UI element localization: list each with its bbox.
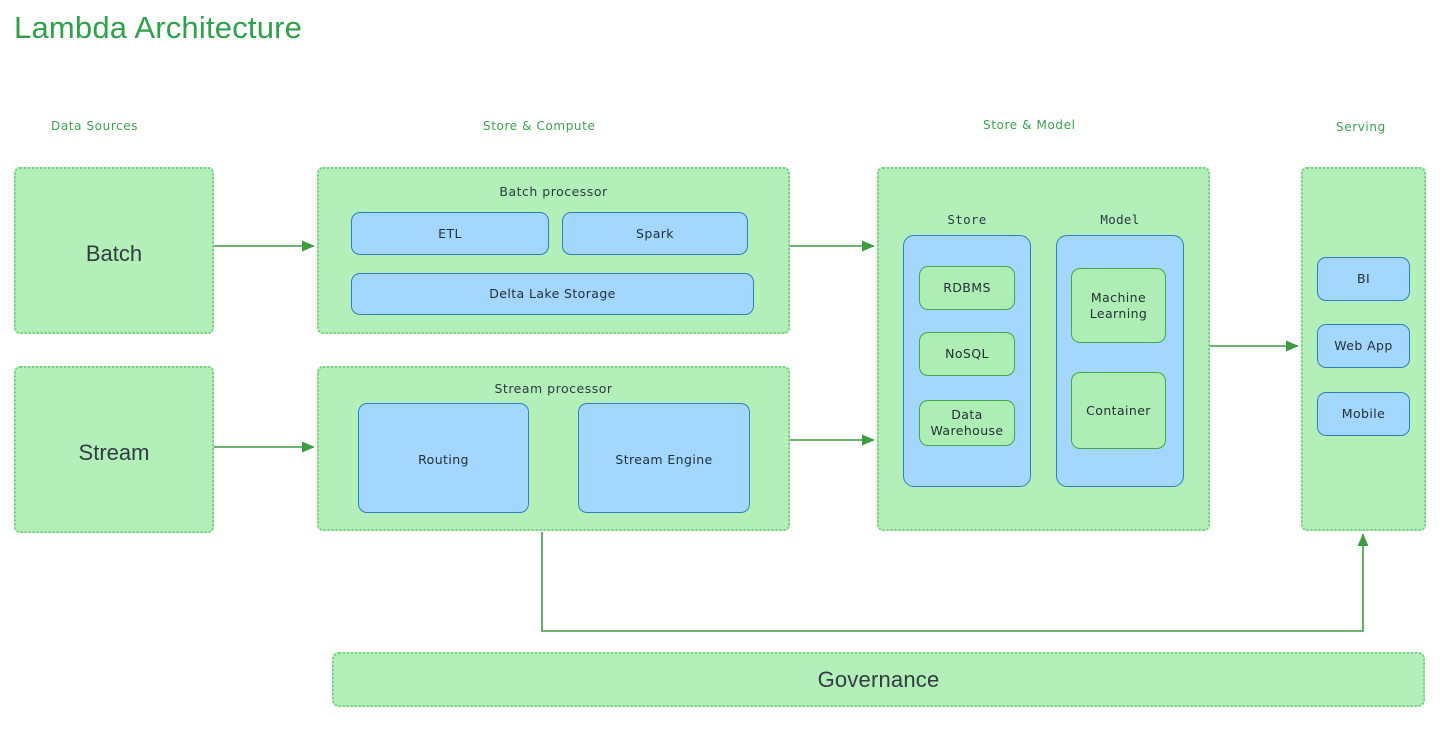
panel-caption-model: Model [1100, 212, 1140, 227]
source-label-stream: Stream [78, 440, 150, 465]
node-web-app[interactable]: Web App [1317, 324, 1410, 368]
column-header-store-compute: Store & Compute [483, 119, 596, 133]
column-header-store-model: Store & Model [983, 118, 1076, 132]
node-label-data-warehouse: Data Warehouse [930, 407, 1004, 438]
node-label-nosql: NoSQL [945, 346, 989, 362]
column-header-serving: Serving [1336, 120, 1386, 134]
governance-bar[interactable]: Governance [332, 652, 1425, 707]
node-spark[interactable]: Spark [562, 212, 748, 255]
node-routing[interactable]: Routing [358, 403, 529, 513]
governance-label: Governance [817, 666, 940, 692]
node-label-stream-engine: Stream Engine [615, 452, 713, 467]
node-machine-learning[interactable]: Machine Learning [1071, 268, 1166, 343]
source-box-batch[interactable]: Batch [14, 167, 214, 334]
node-stream-engine[interactable]: Stream Engine [578, 403, 750, 513]
edge-stream-processor-to-serving [541, 532, 1369, 632]
node-label-routing: Routing [418, 452, 469, 467]
node-label-container: Container [1086, 402, 1151, 418]
node-bi[interactable]: BI [1317, 257, 1410, 301]
node-label-bi: BI [1356, 271, 1371, 287]
page-title: Lambda Architecture [14, 10, 303, 45]
panel-caption-store: Store [947, 212, 987, 227]
node-mobile[interactable]: Mobile [1317, 392, 1410, 436]
node-container[interactable]: Container [1071, 372, 1166, 449]
group-title-stream-processor: Stream processor [494, 381, 613, 396]
node-label-machine-learning: Machine Learning [1089, 289, 1148, 321]
node-label-web-app: Web App [1334, 338, 1393, 354]
node-label-etl: ETL [438, 225, 462, 241]
column-header-data-sources: Data Sources [51, 119, 139, 133]
node-rdbms[interactable]: RDBMS [919, 266, 1015, 310]
node-delta-lake-storage[interactable]: Delta Lake Storage [351, 273, 754, 315]
node-label-spark: Spark [636, 225, 674, 241]
node-data-warehouse[interactable]: Data Warehouse [919, 400, 1015, 446]
node-label-mobile: Mobile [1341, 406, 1386, 422]
source-box-stream[interactable]: Stream [14, 366, 214, 533]
node-nosql[interactable]: NoSQL [919, 332, 1015, 376]
source-label-batch: Batch [85, 241, 143, 266]
node-label-delta-lake-storage: Delta Lake Storage [489, 286, 616, 302]
group-title-batch-processor: Batch processor [499, 184, 608, 199]
node-label-rdbms: RDBMS [943, 280, 991, 296]
node-etl[interactable]: ETL [351, 212, 549, 255]
